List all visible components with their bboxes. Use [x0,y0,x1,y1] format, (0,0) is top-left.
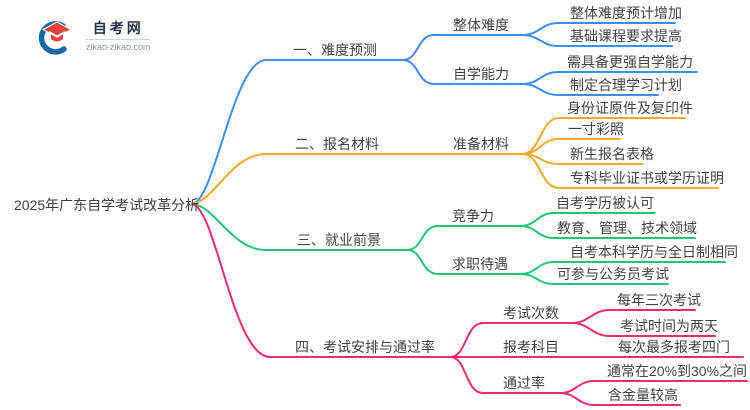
leaf-color-photo[interactable]: 一寸彩照 [568,121,624,137]
leaf-three-exams-per-year[interactable]: 每年三次考试 [617,292,701,308]
leaf-high-value[interactable]: 含金量较高 [608,387,678,403]
branch-employment-prospects[interactable]: 三、就业前景 [297,232,381,248]
subnode-job-treatment[interactable]: 求职待遇 [452,256,508,272]
subnode-prepare-materials[interactable]: 准备材料 [453,136,509,152]
logo-divider [86,39,151,40]
site-logo[interactable]: 自考网 zikao-zikao.com [36,16,151,56]
leaf-stronger-self-study[interactable]: 需具备更强自学能力 [567,54,693,70]
leaf-pass-rate-range[interactable]: 通常在20%到30%之间 [607,363,748,379]
branch-registration-materials[interactable]: 二、报名材料 [295,136,379,152]
subnode-self-study-ability[interactable]: 自学能力 [453,66,509,82]
branch-difficulty-forecast[interactable]: 一、难度预测 [293,42,377,58]
subnode-competitiveness[interactable]: 竞争力 [452,208,494,224]
root-node[interactable]: 2025年广东自学考试改革分析 [14,197,200,213]
leaf-diploma-certificate[interactable]: 专科毕业证书或学历证明 [570,170,724,186]
leaf-fields[interactable]: 教育、管理、技术领域 [557,220,697,236]
logo-graduation-cap-icon [38,21,73,55]
leaf-id-card-copy[interactable]: 身份证原件及复印件 [567,100,693,116]
subnode-exam-frequency[interactable]: 考试次数 [503,305,559,321]
leaf-two-day-exam[interactable]: 考试时间为两天 [620,318,718,334]
site-url: zikao-zikao.com [86,42,151,52]
subnode-overall-difficulty[interactable]: 整体难度 [453,17,509,33]
leaf-difficulty-increase[interactable]: 整体难度预计增加 [570,5,682,21]
leaf-basic-course-higher[interactable]: 基础课程要求提高 [570,28,682,44]
leaf-max-four-subjects[interactable]: 每次最多报考四门 [618,339,730,355]
site-name: 自考网 [92,20,144,36]
subnode-pass-rate[interactable]: 通过率 [503,375,545,391]
leaf-degree-recognized[interactable]: 自考学历被认可 [556,195,654,211]
leaf-registration-form[interactable]: 新生报名表格 [570,146,654,162]
branch-exam-schedule-pass-rate[interactable]: 四、考试安排与通过率 [295,339,435,355]
subnode-exam-subjects[interactable]: 报考科目 [503,339,559,355]
leaf-study-plan[interactable]: 制定合理学习计划 [570,77,682,93]
leaf-civil-service-exam[interactable]: 可参与公务员考试 [557,266,669,282]
leaf-same-as-fulltime[interactable]: 自考本科学历与全日制相同 [570,244,738,260]
